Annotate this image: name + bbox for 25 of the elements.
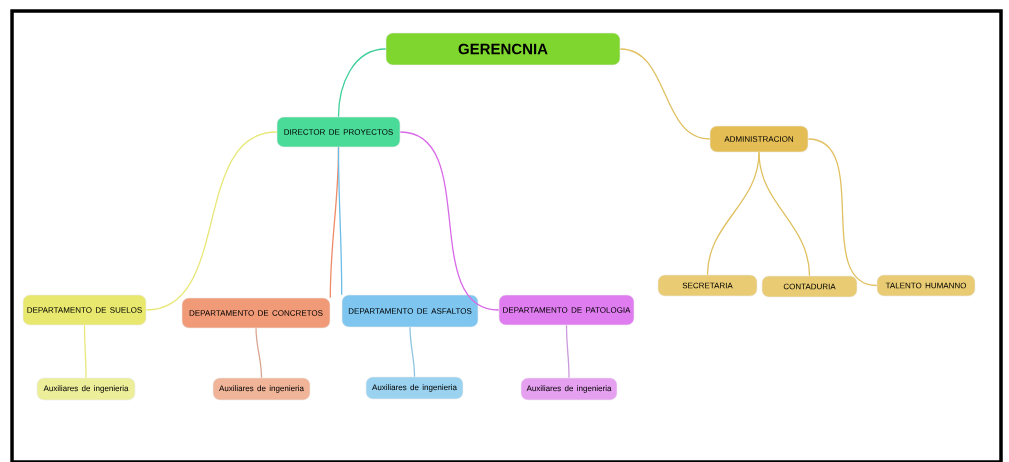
branch-line	[409, 326, 416, 378]
topic-box: GERENCNIA	[385, 32, 621, 66]
topic-box: CONTADURIA	[761, 275, 858, 298]
topic-box: TALENTO HUMANNO	[876, 274, 976, 297]
topic-box: DEPARTAMENTO DE ASFALTOS	[341, 294, 479, 328]
branch-line	[145, 131, 278, 311]
branch-line	[337, 48, 387, 118]
topic-box: DEPARTAMENTO DE CONCRETOS	[181, 297, 331, 329]
branch-line	[399, 131, 500, 311]
topic-box: ADMINISTRACION	[709, 125, 809, 153]
branch-line	[337, 146, 343, 296]
branch-line	[807, 138, 878, 287]
topic-box: DIRECTOR DE PROYECTOS	[276, 116, 401, 148]
topic-box: Auxiliares de ingenieria	[212, 377, 311, 401]
branch-line	[83, 324, 87, 379]
branch-line	[758, 151, 811, 277]
topic-box: Auxiliares de ingenieria	[520, 377, 618, 401]
branch-line	[619, 48, 711, 140]
topic-box: DEPARTAMENTO DE PATOLOGIA	[498, 294, 635, 326]
branch-line	[565, 324, 570, 379]
topic-box: DEPARTAMENTO DE SUELOS	[22, 294, 147, 326]
topic-box: SECRETARIA	[657, 274, 758, 297]
topic-box: Auxiliares de ingenieria	[365, 376, 464, 400]
branch-line	[255, 327, 263, 379]
topic-box: Auxiliares de ingenieria	[36, 377, 136, 401]
